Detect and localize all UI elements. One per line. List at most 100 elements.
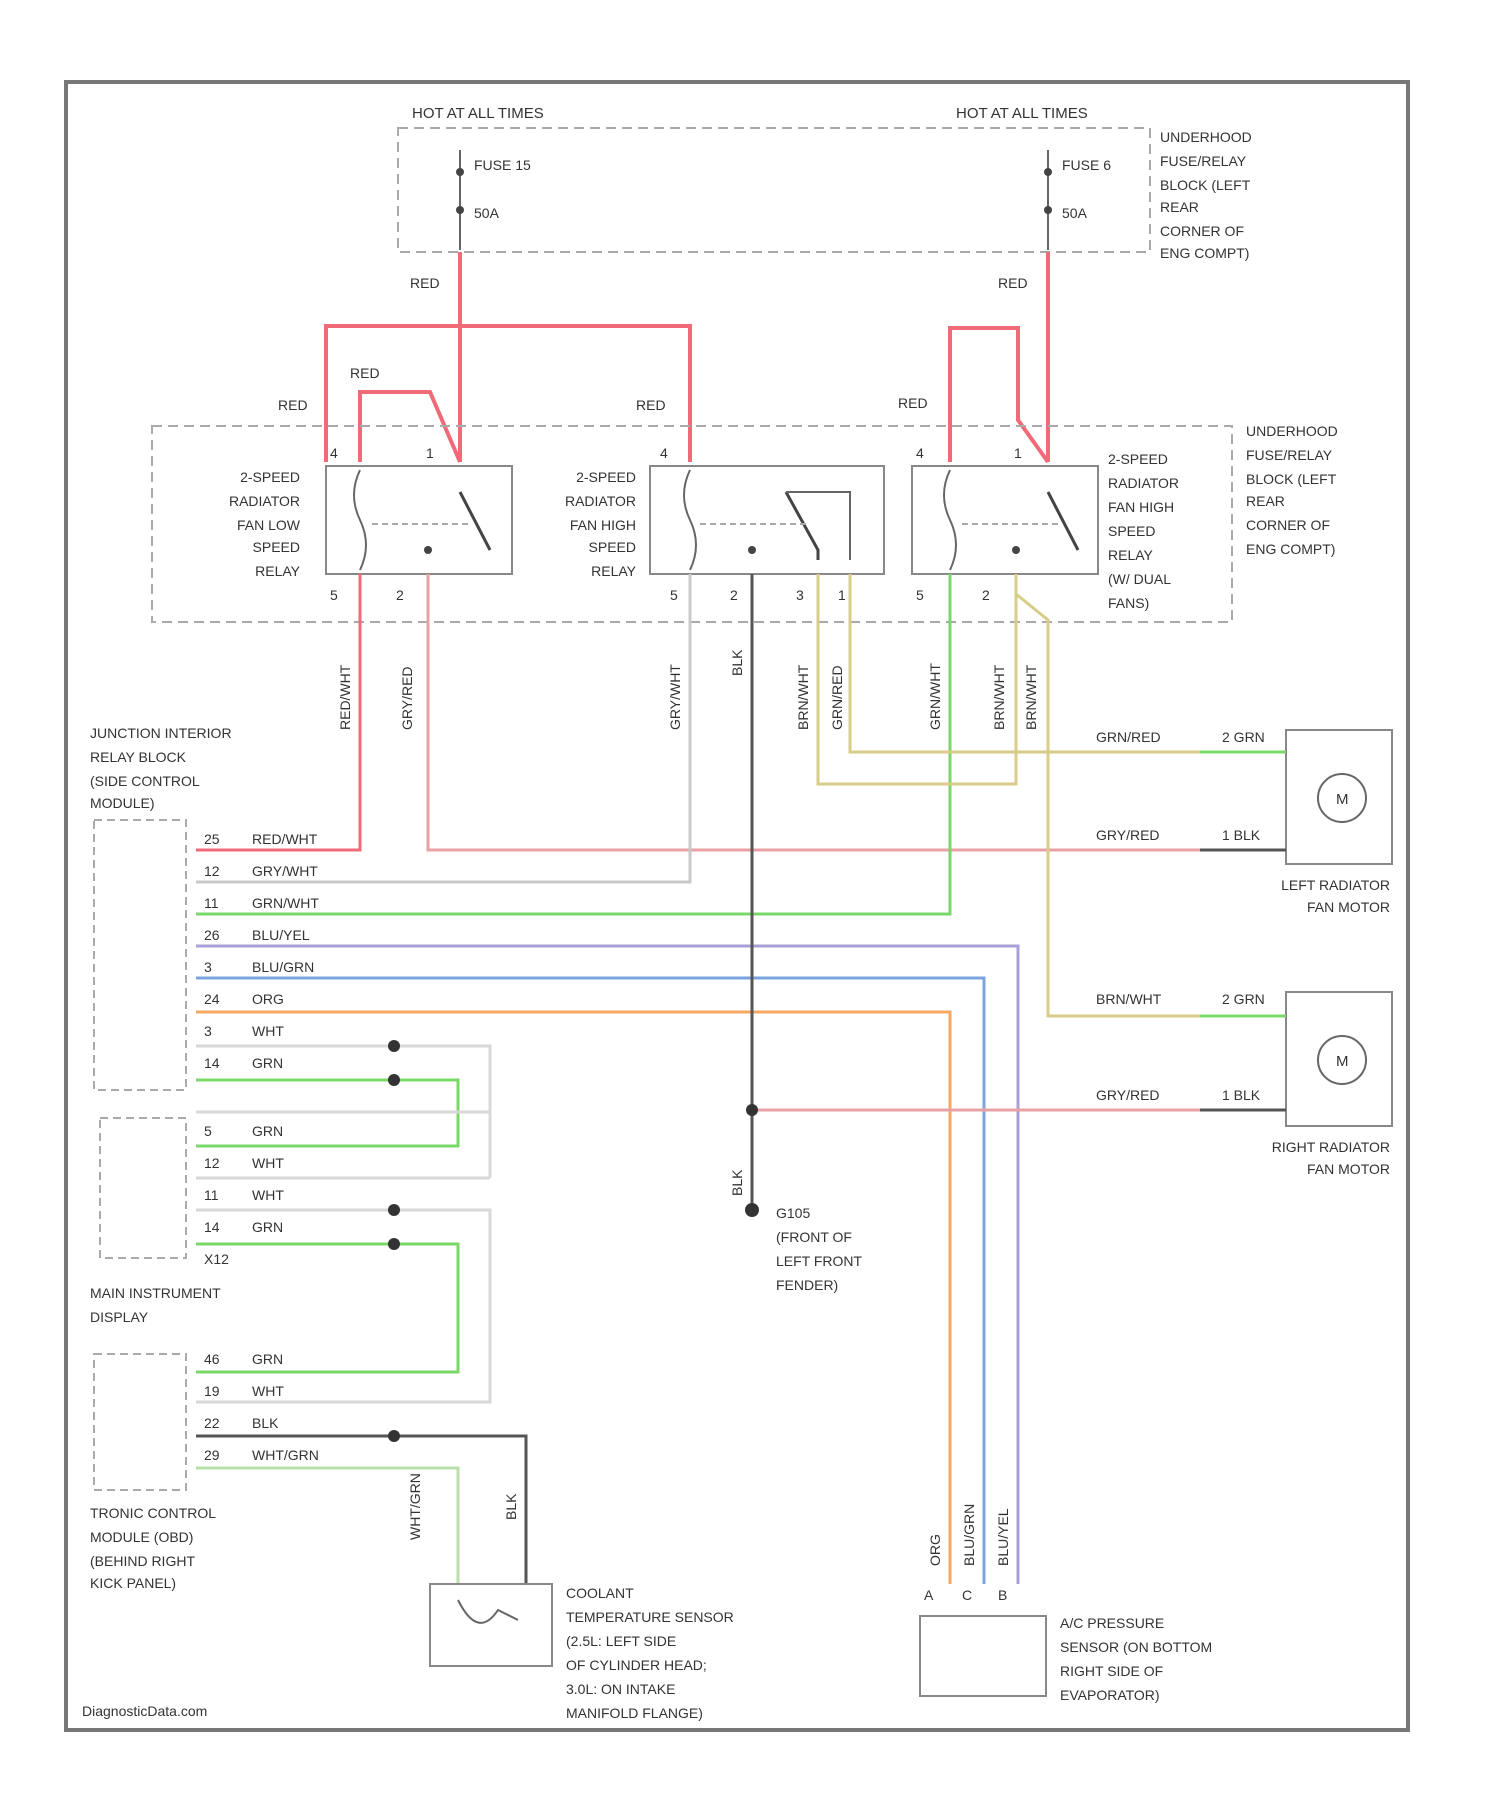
- svg-text:(W/ DUAL: (W/ DUAL: [1108, 571, 1171, 587]
- svg-text:TRONIC CONTROL: TRONIC CONTROL: [90, 1505, 216, 1521]
- svg-text:EVAPORATOR): EVAPORATOR): [1060, 1687, 1160, 1703]
- svg-text:29: 29: [204, 1447, 220, 1463]
- bus-splice-4: [388, 1238, 400, 1250]
- svg-text:(BEHIND RIGHT: (BEHIND RIGHT: [90, 1553, 195, 1569]
- svg-text:GRN: GRN: [252, 1055, 283, 1071]
- low-relay-pin-2: 2: [396, 587, 404, 603]
- instrument-module-label: MAIN INSTRUMENT DISPLAY: [90, 1285, 221, 1325]
- bus-splice-2: [388, 1074, 400, 1086]
- wire-label-red-2: RED: [998, 275, 1028, 291]
- wire-label-gry-red-right: GRY/RED: [1096, 1087, 1160, 1103]
- dual-relay-pin-1: 1: [1014, 445, 1022, 461]
- bus-splice-1: [388, 1040, 400, 1052]
- wire-label-red-5: RED: [636, 397, 666, 413]
- svg-text:26: 26: [204, 927, 220, 943]
- wire-org: [196, 1012, 950, 1584]
- ground-g105-label: G105 (FRONT OF LEFT FRONT FENDER): [776, 1205, 863, 1293]
- svg-text:FUSE/RELAY: FUSE/RELAY: [1160, 153, 1247, 169]
- svg-text:3: 3: [204, 1023, 212, 1039]
- ac-sensor-pin-b: B: [998, 1587, 1007, 1603]
- svg-text:24: 24: [204, 991, 220, 1007]
- wire-label-gry-red-left: GRY/RED: [1096, 827, 1160, 843]
- dual-relay-pin-2: 2: [982, 587, 990, 603]
- svg-text:ENG COMPT): ENG COMPT): [1160, 245, 1249, 261]
- svg-text:RELAY: RELAY: [1108, 547, 1154, 563]
- ground-splice: [746, 1104, 758, 1116]
- svg-text:ORG: ORG: [252, 991, 284, 1007]
- svg-text:REAR: REAR: [1160, 199, 1199, 215]
- low-speed-relay-label: 2-SPEED RADIATOR FAN LOW SPEED RELAY: [229, 469, 301, 579]
- high-relay-pin-5: 5: [670, 587, 678, 603]
- svg-text:BLOCK (LEFT: BLOCK (LEFT: [1246, 471, 1337, 487]
- wire-blu-yel: [196, 946, 1018, 1584]
- svg-text:WHT: WHT: [252, 1187, 284, 1203]
- junction-module-box: [94, 820, 186, 1090]
- svg-text:G105: G105: [776, 1205, 810, 1221]
- relay-block-label: UNDERHOOD FUSE/RELAY BLOCK (LEFT REAR CO…: [1246, 423, 1338, 557]
- svg-text:FAN MOTOR: FAN MOTOR: [1307, 899, 1390, 915]
- svg-text:UNDERHOOD: UNDERHOOD: [1246, 423, 1338, 439]
- dual-relay-pin-4: 4: [916, 445, 924, 461]
- svg-text:GRY/WHT: GRY/WHT: [667, 664, 683, 730]
- svg-text:19: 19: [204, 1383, 220, 1399]
- svg-text:GRN/WHT: GRN/WHT: [252, 895, 319, 911]
- svg-text:SPEED: SPEED: [589, 539, 636, 555]
- footer-credit: DiagnosticData.com: [82, 1703, 207, 1719]
- low-speed-relay-contact: [424, 546, 432, 554]
- svg-text:12: 12: [204, 863, 220, 879]
- svg-text:ENG COMPT): ENG COMPT): [1246, 541, 1335, 557]
- svg-text:FAN LOW: FAN LOW: [237, 517, 301, 533]
- high-relay-pin-4: 4: [660, 445, 668, 461]
- hot-at-all-times-left: HOT AT ALL TIMES: [412, 105, 544, 122]
- wire-gry-red-left-motor: [428, 574, 1200, 850]
- ac-sensor-pin-a: A: [924, 1587, 934, 1603]
- right-motor-pin-1: 1 BLK: [1222, 1087, 1261, 1103]
- svg-text:A/C PRESSURE: A/C PRESSURE: [1060, 1615, 1164, 1631]
- coolant-sensor-wires: [196, 1436, 526, 1584]
- svg-text:JUNCTION INTERIOR: JUNCTION INTERIOR: [90, 725, 232, 741]
- svg-text:BLU/GRN: BLU/GRN: [252, 959, 314, 975]
- coolant-sensor-label: COOLANT TEMPERATURE SENSOR (2.5L: LEFT S…: [566, 1585, 734, 1721]
- svg-text:WHT: WHT: [252, 1023, 284, 1039]
- svg-text:COOLANT: COOLANT: [566, 1585, 634, 1601]
- svg-text:FAN MOTOR: FAN MOTOR: [1307, 1161, 1390, 1177]
- fuse-block-outline: [398, 128, 1150, 252]
- bus-splice-3: [388, 1204, 400, 1216]
- svg-text:GRN: GRN: [252, 1123, 283, 1139]
- dual-fan-relay-box: [912, 466, 1098, 574]
- fuse-block-label: UNDERHOOD FUSE/RELAY BLOCK (LEFT REAR CO…: [1160, 129, 1252, 261]
- svg-text:RIGHT SIDE OF: RIGHT SIDE OF: [1060, 1663, 1163, 1679]
- svg-text:BRN/WHT: BRN/WHT: [1023, 664, 1039, 730]
- svg-text:BRN/WHT: BRN/WHT: [991, 664, 1007, 730]
- wire-blu-grn: [196, 978, 984, 1584]
- svg-text:LEFT FRONT: LEFT FRONT: [776, 1253, 863, 1269]
- svg-text:BLK: BLK: [729, 649, 745, 676]
- high-relay-pin-3: 3: [796, 587, 804, 603]
- svg-text:FANS): FANS): [1108, 595, 1149, 611]
- junction-module-label: JUNCTION INTERIOR RELAY BLOCK (SIDE CONT…: [90, 725, 232, 811]
- svg-text:WHT/GRN: WHT/GRN: [252, 1447, 319, 1463]
- svg-text:CORNER OF: CORNER OF: [1160, 223, 1244, 239]
- ac-pressure-sensor-box: [920, 1616, 1046, 1696]
- coolant-sensor-box: [430, 1584, 552, 1666]
- svg-text:46: 46: [204, 1351, 220, 1367]
- svg-text:MANIFOLD FLANGE): MANIFOLD FLANGE): [566, 1705, 703, 1721]
- svg-text:RELAY BLOCK: RELAY BLOCK: [90, 749, 187, 765]
- fuse-15-rating: 50A: [474, 205, 500, 221]
- data-bus-wires: [196, 1046, 490, 1402]
- svg-text:RED/WHT: RED/WHT: [252, 831, 318, 847]
- left-fan-motor-m: M: [1336, 791, 1349, 808]
- svg-text:LEFT RADIATOR: LEFT RADIATOR: [1281, 877, 1390, 893]
- wire-label-grn-red-motor: GRN/RED: [1096, 729, 1161, 745]
- svg-text:GRY/RED: GRY/RED: [399, 666, 415, 730]
- fuse-6-label: FUSE 6: [1062, 157, 1111, 173]
- svg-text:2-SPEED: 2-SPEED: [240, 469, 300, 485]
- svg-text:11: 11: [204, 1187, 219, 1203]
- svg-text:3.0L: ON INTAKE: 3.0L: ON INTAKE: [566, 1681, 675, 1697]
- ecm-module-label: TRONIC CONTROL MODULE (OBD) (BEHIND RIGH…: [90, 1505, 216, 1591]
- svg-text:MAIN INSTRUMENT: MAIN INSTRUMENT: [90, 1285, 221, 1301]
- svg-text:UNDERHOOD: UNDERHOOD: [1160, 129, 1252, 145]
- low-relay-pin-1: 1: [426, 445, 434, 461]
